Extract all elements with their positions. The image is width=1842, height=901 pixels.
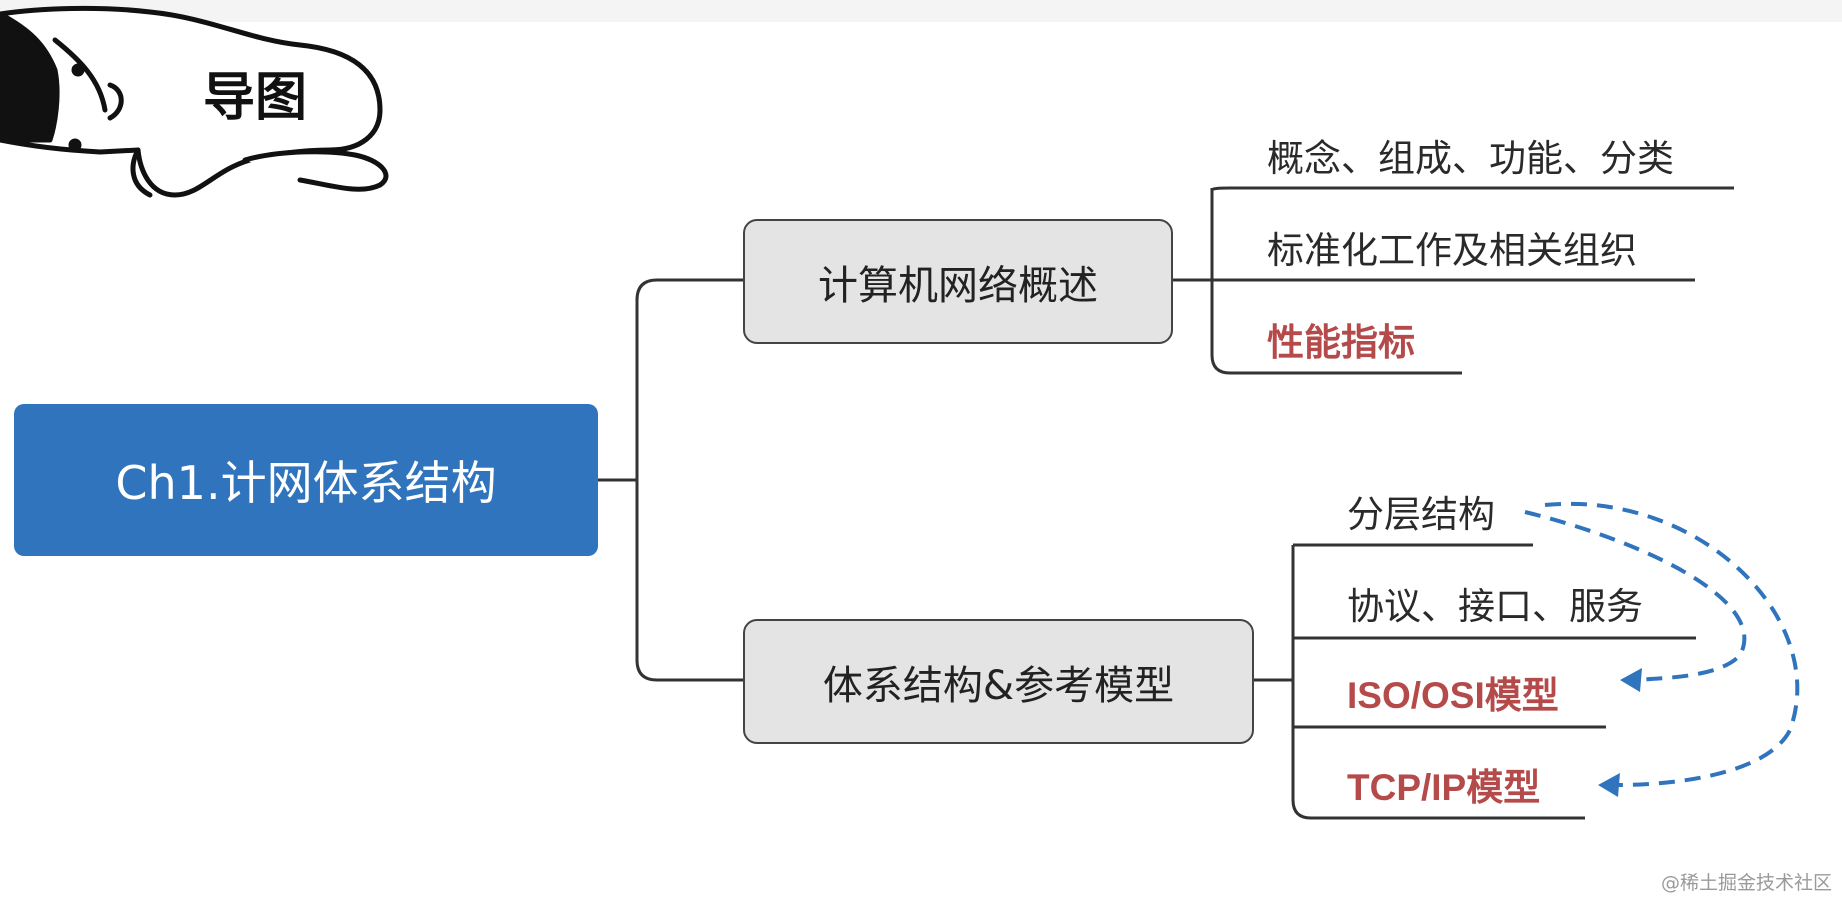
mindmap-root-node[interactable]: Ch1.计网体系结构	[14, 404, 598, 556]
leaf-node[interactable]: 分层结构	[1347, 493, 1495, 536]
top-bar	[0, 0, 1842, 22]
watermark: @稀土掘金技术社区	[1660, 872, 1832, 894]
connector-root-branches	[598, 278, 743, 682]
arrow-to-iso-osi	[1524, 510, 1747, 682]
branch-node-network-overview[interactable]: 计算机网络概述	[743, 219, 1173, 344]
arrowhead-tcp-ip	[1598, 773, 1620, 797]
relation-arrows	[1524, 501, 1800, 787]
leaf-node-highlight[interactable]: ISO/OSI模型	[1347, 675, 1559, 716]
arrow-to-tcp-ip	[1544, 501, 1800, 787]
leaf-node[interactable]: 概念、组成、功能、分类	[1267, 137, 1674, 180]
cartoon-sticker-icon	[0, 5, 389, 198]
arrowhead-iso-osi	[1620, 668, 1642, 692]
connector-branch2-leaves	[1254, 543, 1696, 820]
connector-branch1-leaves	[1173, 186, 1734, 375]
leaf-node[interactable]: 标准化工作及相关组织	[1267, 229, 1637, 272]
sticker-label: 导图	[203, 68, 308, 128]
leaf-node-highlight[interactable]: TCP/IP模型	[1347, 767, 1541, 808]
branch-node-architecture-models[interactable]: 体系结构&参考模型	[743, 619, 1254, 744]
leaf-node[interactable]: 协议、接口、服务	[1347, 585, 1643, 628]
leaf-node-highlight[interactable]: 性能指标	[1267, 322, 1415, 363]
